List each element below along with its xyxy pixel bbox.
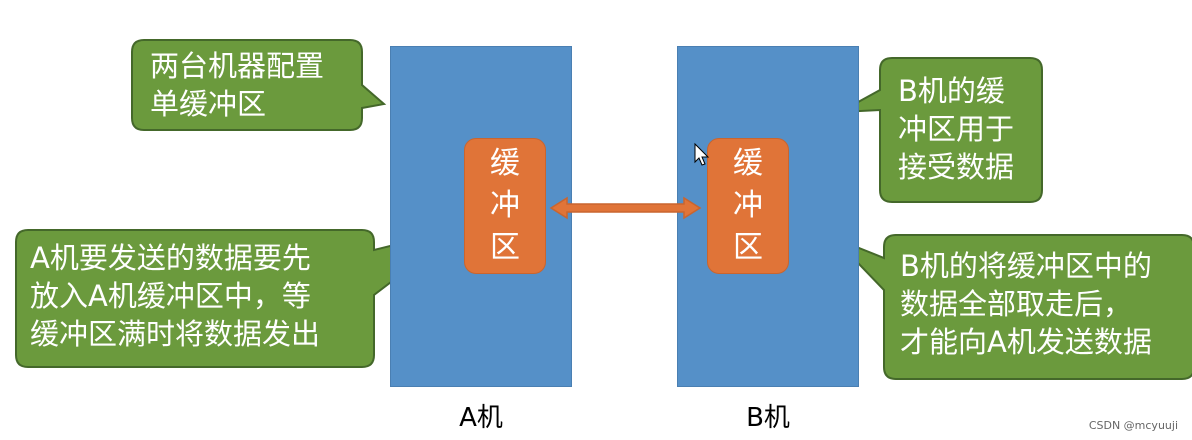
callout-line: B机的将缓冲区中的 xyxy=(900,249,1152,283)
buffer-b-char: 区 xyxy=(733,230,763,265)
callout-line: 冲区用于 xyxy=(898,112,1015,146)
callout-line: 单缓冲区 xyxy=(150,87,267,121)
callout-line: 接受数据 xyxy=(898,150,1015,184)
callout-bottom-right-shape xyxy=(833,234,1192,380)
callout-bottom-left-text: A机要发送的数据要先 放入A机缓冲区中，等 缓冲区满时将数据发出 xyxy=(30,239,320,353)
buffer-b-char: 冲 xyxy=(733,188,763,223)
machine-a-buffer: 缓 冲 区 xyxy=(464,138,546,274)
callout-line: B机的缓 xyxy=(898,74,1005,108)
buffer-a-char: 缓 xyxy=(490,146,520,181)
machine-b-buffer: 缓 冲 区 xyxy=(707,138,789,274)
watermark: CSDN @mcyuuji xyxy=(1088,419,1178,432)
callout-line: A机要发送的数据要先 xyxy=(30,241,311,275)
machine-b-label: B机 xyxy=(746,403,790,433)
callout-top-left-text: 两台机器配置 单缓冲区 xyxy=(150,47,324,123)
callout-line: 数据全部取走后， xyxy=(900,287,1133,321)
callout-line: 放入A机缓冲区中，等 xyxy=(30,279,311,313)
callout-bottom-right-text: B机的将缓冲区中的 数据全部取走后， 才能向A机发送数据 xyxy=(900,247,1152,361)
callout-bottom-left-shape xyxy=(15,227,463,368)
buffer-b-char: 缓 xyxy=(733,146,763,181)
buffer-a-char: 区 xyxy=(490,230,520,265)
callout-line: 缓冲区满时将数据发出 xyxy=(30,317,321,351)
callout-top-left-shape xyxy=(131,39,387,131)
callout-top-right-shape xyxy=(839,57,1043,203)
callout-top-right-text: B机的缓 冲区用于 接受数据 xyxy=(898,72,1014,186)
callout-line: 才能向A机发送数据 xyxy=(900,325,1152,359)
callout-line: 两台机器配置 xyxy=(150,49,325,83)
buffer-a-char: 冲 xyxy=(490,188,520,223)
machine-a-label: A机 xyxy=(459,403,503,433)
